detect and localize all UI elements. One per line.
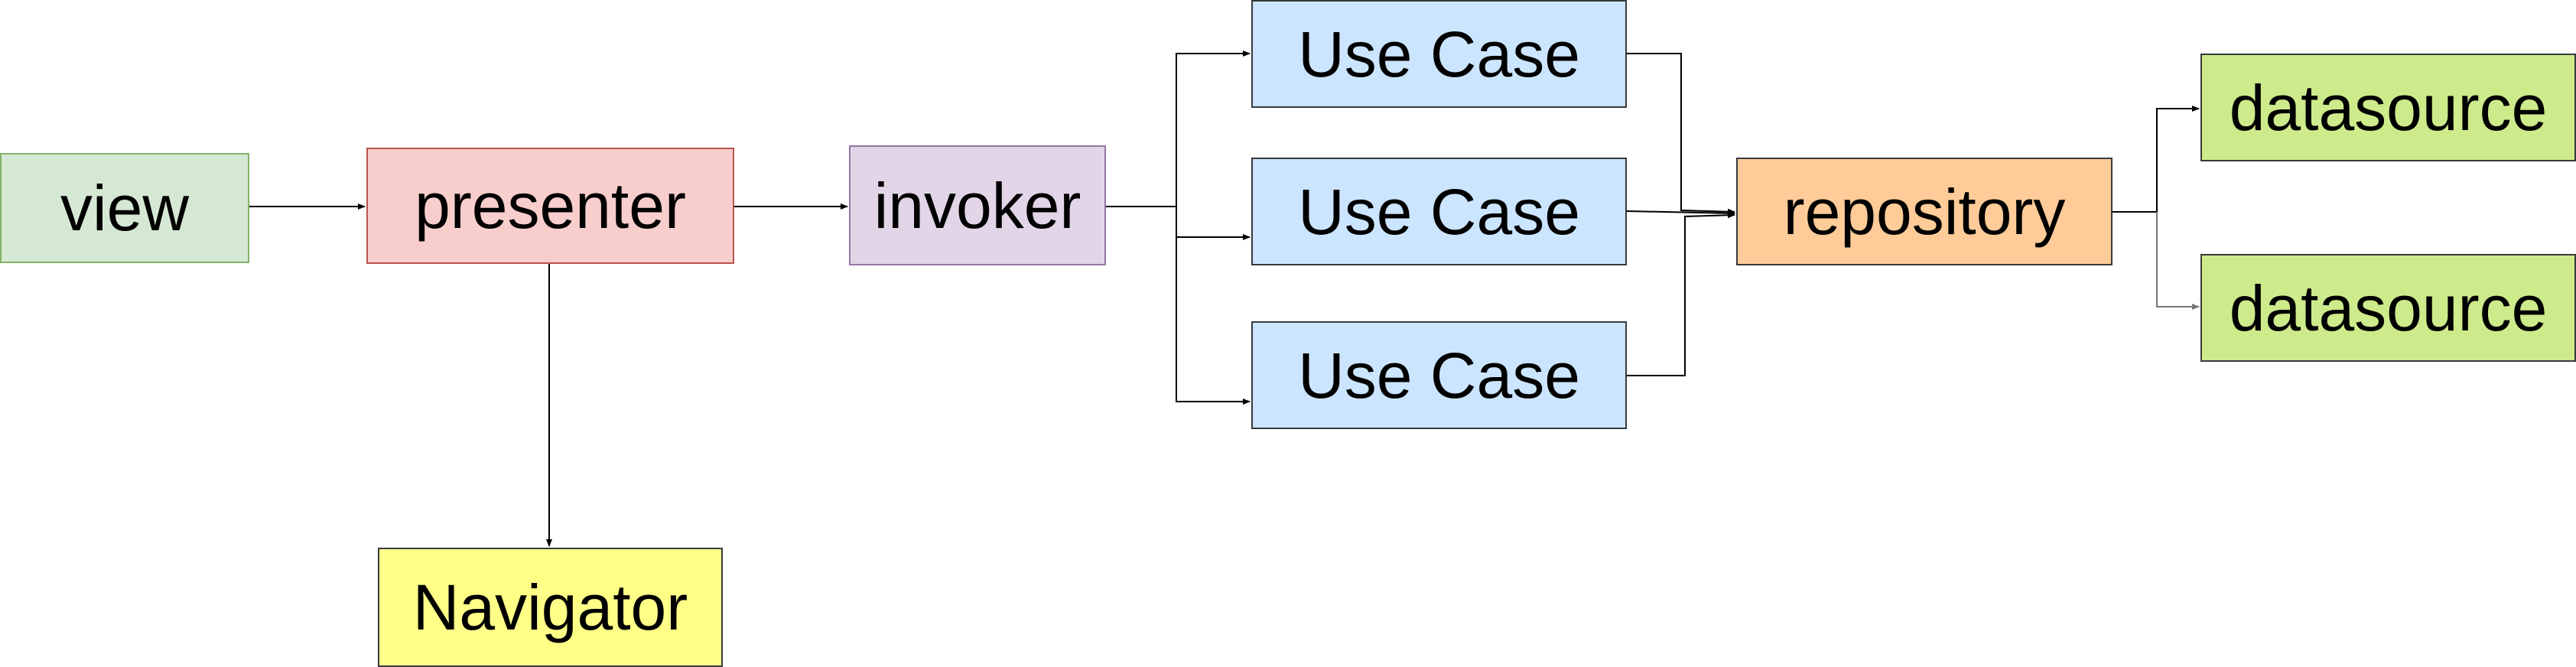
datasource-node-2: datasource [2200,254,2576,362]
navigator-node: Navigator [378,548,723,667]
repository-node: repository [1736,158,2113,265]
use-case-node-3: Use Case [1251,321,1627,429]
datasource-node-1: datasource [2200,54,2576,161]
view-label: view [60,172,190,244]
edge-invoker-usecase-3 [1176,237,1251,405]
edge-invoker-usecase-1 [1106,50,1251,207]
edge-repository-datasource-2 [2156,212,2200,310]
edge-usecase-1-repository [1627,53,1735,215]
presenter-label: presenter [415,170,686,242]
datasource-label-1: datasource [2229,71,2548,144]
use-case-label-2: Use Case [1298,175,1580,248]
use-case-label-3: Use Case [1298,339,1580,412]
use-case-node-1: Use Case [1251,0,1627,108]
edge-usecase-2-repository [1626,210,1735,216]
repository-label: repository [1783,175,2066,248]
presenter-node: presenter [366,148,734,264]
navigator-label: Navigator [412,571,688,643]
edge-usecase-3-repository [1627,212,1735,376]
use-case-label-1: Use Case [1298,18,1580,90]
use-case-node-2: Use Case [1251,158,1627,265]
invoker-label: invoker [873,169,1081,242]
edge-invoker-usecase-2 [1176,207,1251,240]
view-node: view [0,153,249,263]
invoker-node: invoker [849,145,1106,265]
edge-repository-datasource-1 [2113,106,2200,213]
datasource-label-2: datasource [2229,272,2548,344]
